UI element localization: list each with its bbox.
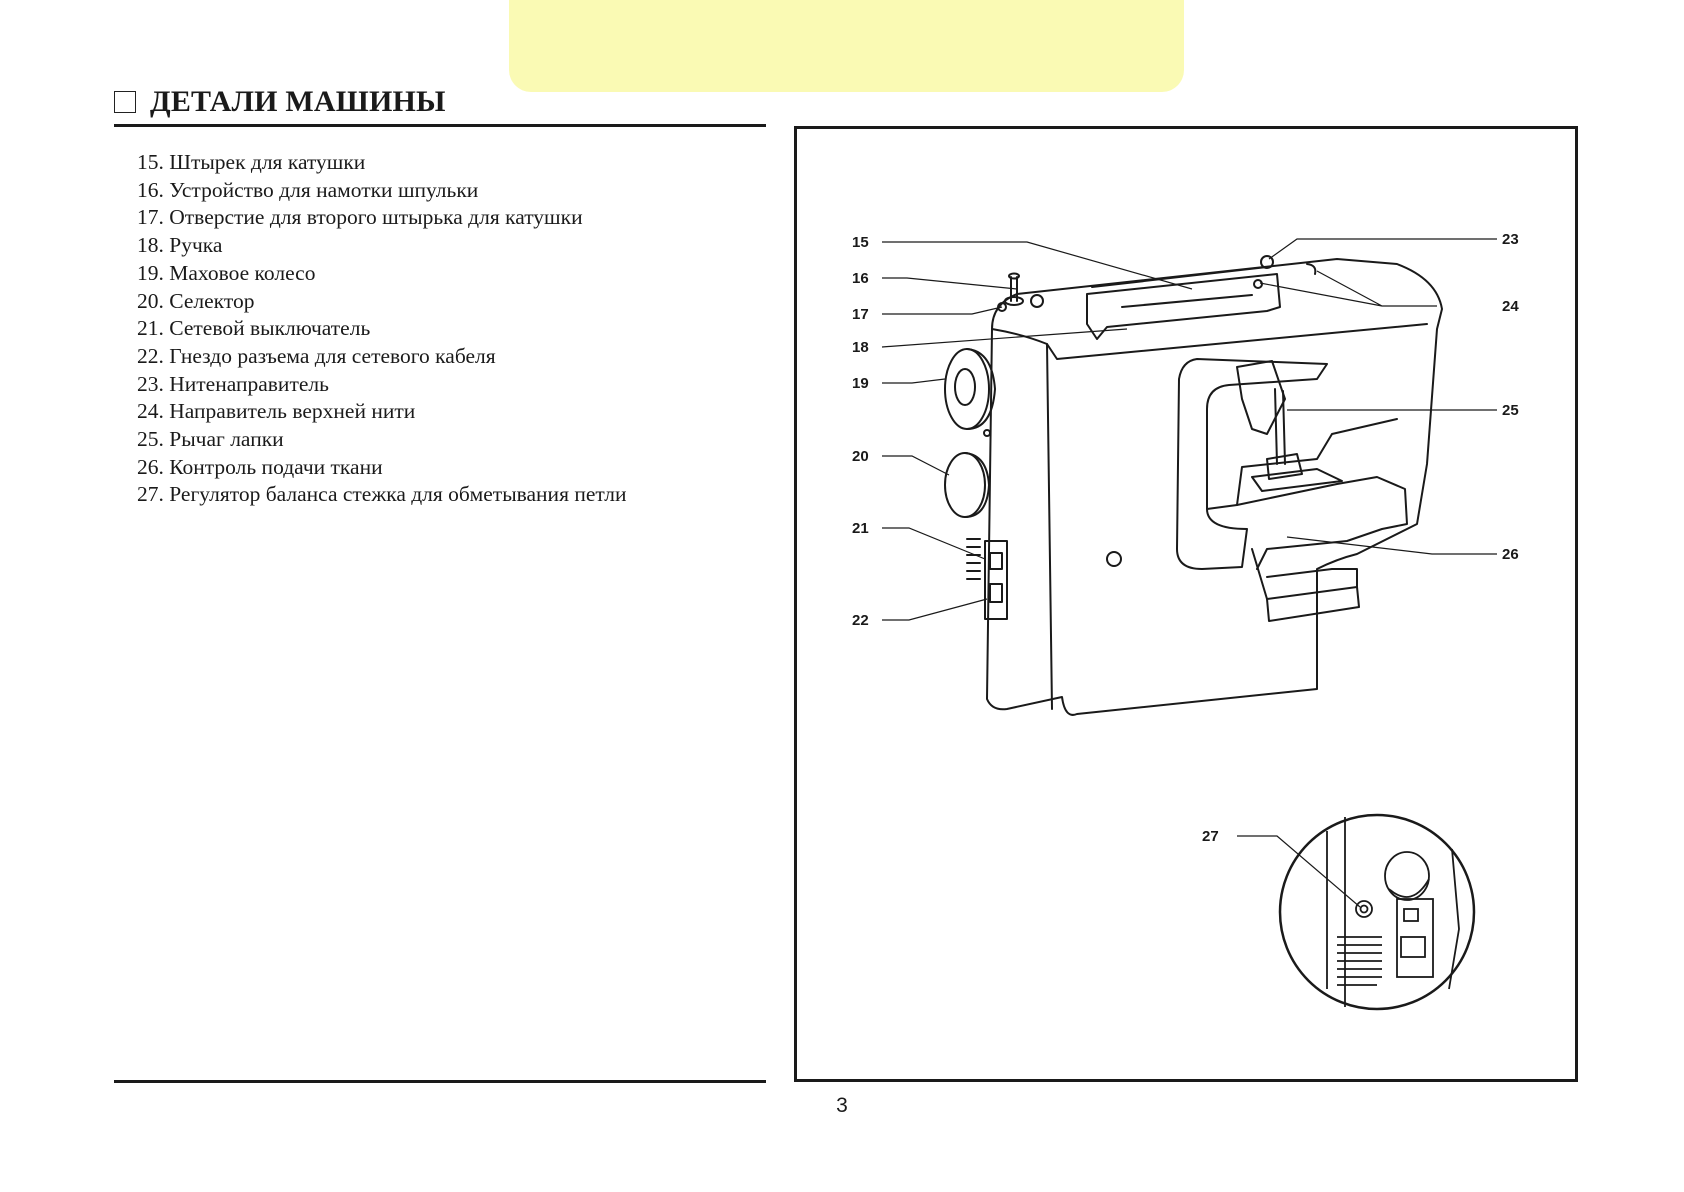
arm-inner-line	[1206, 418, 1398, 510]
checkbox-icon	[114, 91, 136, 113]
list-item: 17. Отверстие для второго штырька для ка…	[137, 205, 583, 230]
power-panel-drawing	[984, 540, 1008, 620]
sewing-machine-illustration: 15 16 17 18 19 20 21 22 23 24 25 26	[852, 231, 1519, 1011]
callout-18: 18	[852, 339, 869, 356]
thread-guide-drawing	[1260, 255, 1274, 269]
handle-recess	[1091, 266, 1268, 288]
parts-list: 15. Штырек для катушки 16. Устройство дл…	[137, 149, 626, 509]
list-item: 21. Сетевой выключатель	[137, 316, 371, 341]
callout-15: 15	[852, 234, 869, 251]
leader-line-27	[1237, 835, 1361, 908]
upper-thread-guide-drawing	[1253, 279, 1263, 289]
list-item: 19. Маховое колесо	[137, 260, 316, 285]
callout-26: 26	[1502, 546, 1519, 563]
list-item: 20. Селектор	[137, 288, 255, 313]
callout-23: 23	[1502, 231, 1519, 248]
callout-25: 25	[1502, 402, 1519, 419]
list-item: 27. Регулятор баланса стежка для обметыв…	[137, 482, 627, 507]
machine-top-edge	[991, 323, 1428, 360]
selector-indicator	[983, 429, 991, 437]
list-item: 24. Направитель верхней нити	[137, 399, 416, 424]
callout-24: 24	[1502, 298, 1519, 315]
machine-figure: 15 16 17 18 19 20 21 22 23 24 25 26	[794, 126, 1578, 1082]
front-cover	[1236, 360, 1286, 435]
callout-17: 17	[852, 306, 869, 323]
list-item: 23. Нитенаправитель	[137, 371, 329, 396]
detail-inset	[1278, 813, 1476, 1011]
handle-inner	[1121, 294, 1253, 308]
list-item: 16. Устройство для намотки шпульки	[137, 177, 479, 202]
top-rule	[114, 124, 766, 127]
callout-19: 19	[852, 375, 869, 392]
arm-opening	[1176, 358, 1328, 570]
list-item: 26. Контроль подачи ткани	[137, 454, 383, 479]
free-arm-lower	[1266, 586, 1360, 622]
power-switch-drawing	[989, 552, 1003, 570]
header-tab	[509, 0, 1184, 92]
machine-bed	[1236, 476, 1408, 570]
section-title: ДЕТАЛИ МАШИНЫ	[150, 85, 446, 118]
callout-22: 22	[852, 612, 869, 629]
free-arm	[1251, 548, 1358, 600]
leader-lines	[881, 238, 1497, 621]
second-spool-hole	[997, 302, 1007, 312]
body-side-edge	[1046, 343, 1053, 710]
presser-foot	[1266, 453, 1303, 480]
list-item: 22. Гнездо разъема для сетевого кабеля	[137, 343, 496, 368]
callout-27: 27	[1202, 828, 1219, 845]
power-socket-drawing	[989, 583, 1003, 603]
take-up-slot	[1306, 263, 1317, 275]
handle	[1086, 273, 1281, 340]
needle-plate	[1251, 468, 1343, 492]
handwheel-drawing	[944, 348, 990, 430]
callout-20: 20	[852, 448, 869, 465]
list-item: 15. Штырек для катушки	[137, 150, 366, 174]
selector-drawing	[944, 452, 986, 518]
callout-16: 16	[852, 270, 869, 287]
machine-body	[986, 258, 1443, 716]
page-number: 3	[836, 1094, 848, 1117]
callout-21: 21	[852, 520, 869, 537]
list-item: 18. Ручка	[137, 233, 223, 258]
list-item: 25. Рычаг лапки	[137, 427, 284, 452]
bobbin-winder-drawing	[1030, 294, 1044, 308]
section-heading: ДЕТАЛИ МАШИНЫ	[114, 82, 446, 122]
bottom-rule	[114, 1080, 766, 1083]
vent-lines	[966, 538, 981, 580]
side-button	[1106, 551, 1122, 567]
